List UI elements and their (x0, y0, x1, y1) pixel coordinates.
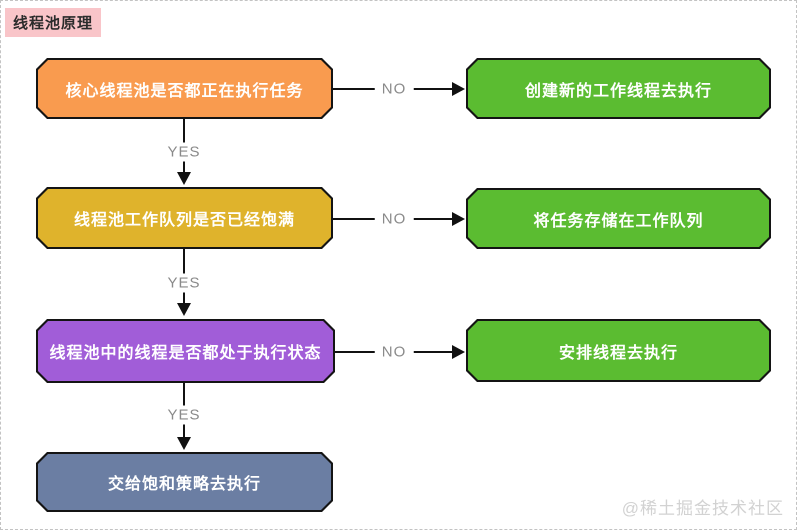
arrowhead-right-icon (452, 82, 465, 96)
edge-label-yes-1: YES (160, 142, 208, 162)
arrowhead-down-icon (177, 303, 191, 316)
watermark: @稀土掘金技术社区 (621, 499, 784, 518)
page-title: 线程池原理 (5, 8, 102, 37)
node-label: 线程池中的线程是否都处于执行状态 (49, 345, 322, 362)
node-schedule-thread: 安排线程去执行 (466, 319, 771, 382)
edge-label-no-2: NO (374, 209, 414, 229)
arrowhead-down-icon (177, 437, 191, 450)
node-create-worker: 创建新的工作线程去执行 (466, 58, 771, 119)
node-label: 核心线程池是否都正在执行任务 (65, 82, 304, 100)
edge-label-yes-3: YES (160, 405, 208, 425)
node-store-task: 将任务存储在工作队列 (466, 188, 771, 249)
node-label: 将任务存储在工作队列 (533, 212, 704, 230)
edge-label-no-1: NO (374, 79, 414, 99)
node-label: 安排线程去执行 (558, 344, 678, 362)
node-label: 线程池工作队列是否已经饱满 (73, 212, 295, 229)
node-label: 创建新的工作线程去执行 (524, 82, 712, 100)
node-label: 交给饱和策略去执行 (107, 476, 261, 493)
node-queue-full: 线程池工作队列是否已经饱满 (36, 187, 333, 249)
node-core-pool-busy: 核心线程池是否都正在执行任务 (36, 58, 333, 119)
arrowhead-down-icon (177, 172, 191, 185)
edge-label-yes-2: YES (160, 273, 208, 293)
edge-label-no-3: NO (374, 342, 414, 362)
arrowhead-right-icon (452, 345, 465, 359)
node-saturation-policy: 交给饱和策略去执行 (36, 452, 333, 512)
node-all-threads-running: 线程池中的线程是否都处于执行状态 (36, 319, 335, 383)
arrowhead-right-icon (452, 212, 465, 226)
